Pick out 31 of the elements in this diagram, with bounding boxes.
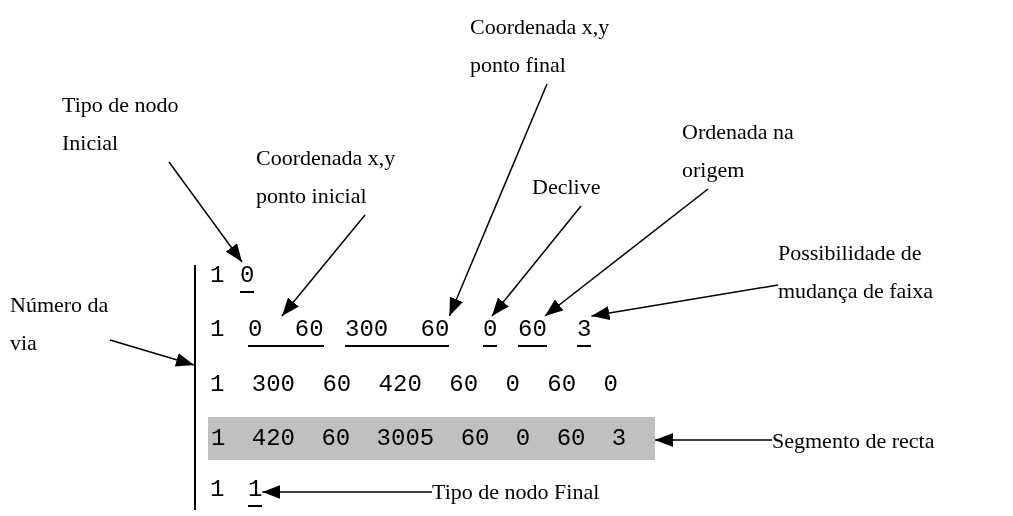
arrow bbox=[168, 161, 243, 263]
underlined-value: 300 60 bbox=[345, 316, 450, 347]
arrow bbox=[281, 214, 366, 317]
annotation-text: Número da via bbox=[10, 286, 110, 362]
data-value: 1 bbox=[210, 262, 225, 291]
annotation-text: Tipo de nodo Inicial bbox=[62, 86, 202, 162]
underlined-value: 3 bbox=[577, 316, 592, 347]
arrow bbox=[448, 83, 548, 317]
arrow bbox=[261, 485, 433, 499]
underlined-value: 0 60 bbox=[248, 316, 324, 347]
arrow bbox=[544, 188, 709, 317]
annotation-text: Segmento de recta bbox=[772, 422, 1012, 460]
data-value: 1 bbox=[210, 316, 225, 345]
annotation-text: Ordenada na origem bbox=[682, 113, 822, 189]
arrow bbox=[491, 205, 582, 317]
arrow bbox=[590, 284, 779, 320]
data-value: 1 300 60 420 60 0 60 0 bbox=[210, 371, 618, 400]
annotation-text: Coordenada x,y ponto final bbox=[470, 8, 635, 84]
data-value: 1 bbox=[210, 476, 225, 505]
arrow bbox=[109, 339, 195, 367]
arrow bbox=[654, 433, 773, 447]
highlighted-row: 1 420 60 3005 60 0 60 3 bbox=[208, 417, 655, 460]
underlined-value: 60 bbox=[518, 316, 547, 347]
vertical-rule bbox=[194, 265, 196, 510]
annotation-text: Possibilidade de mudança de faixa bbox=[778, 234, 1003, 310]
underlined-value: 0 bbox=[240, 262, 255, 293]
annotation-text: Tipo de nodo Final bbox=[432, 473, 672, 511]
annotation-text: Declive bbox=[532, 168, 642, 206]
underlined-value: 0 bbox=[483, 316, 498, 347]
underlined-value: 1 bbox=[248, 476, 263, 507]
annotation-text: Coordenada x,y ponto inicial bbox=[256, 139, 421, 215]
